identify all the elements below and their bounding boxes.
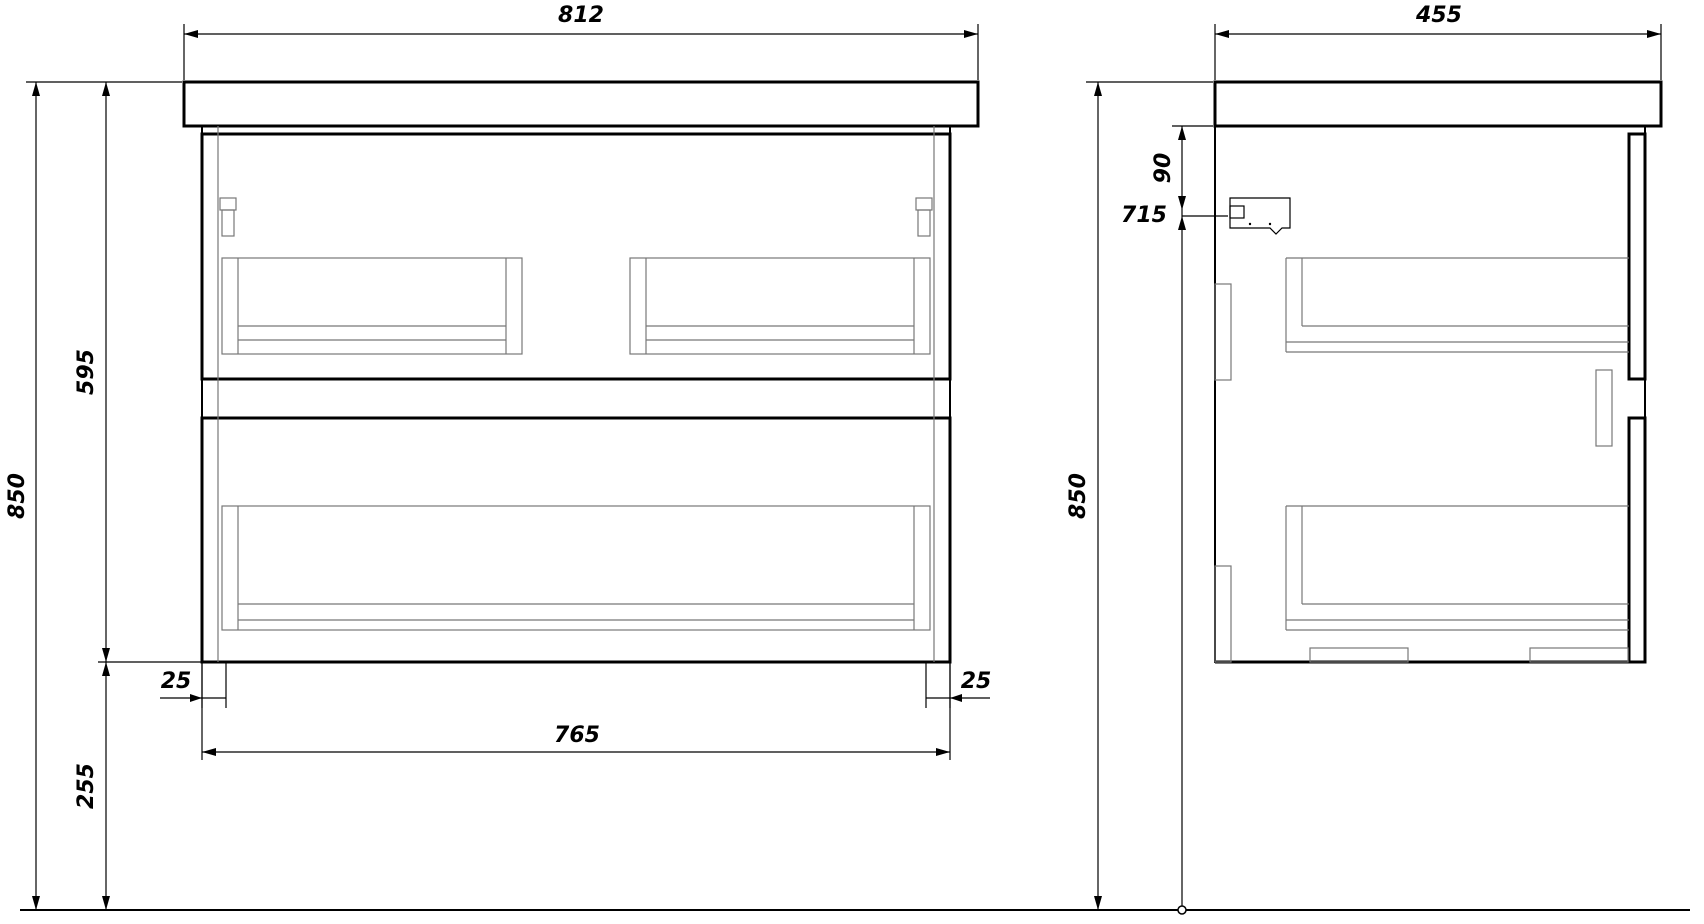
dim-floor-gap-label: 255 — [74, 763, 99, 809]
front-lower-drawer — [200, 416, 952, 664]
side-wall-bracket — [1229, 197, 1291, 235]
side-rail-upper — [1214, 283, 1232, 381]
dim-mount-height-label: 715 — [1121, 203, 1167, 228]
side-lower-inner-drawer — [1285, 505, 1629, 631]
dim-offset-right-label: 25 — [961, 669, 992, 694]
dim-offset-left-label: 25 — [161, 669, 192, 694]
front-bracket-left — [219, 197, 237, 237]
dim-height-overall-side: 850 — [1066, 81, 1213, 910]
side-handle — [1595, 369, 1613, 447]
side-cabinet-body — [1214, 125, 1646, 663]
side-view: 455 850 90 715 — [1066, 3, 1663, 915]
dim-depth-overall-label: 455 — [1415, 3, 1462, 28]
side-lower-drawer-front — [1627, 416, 1647, 664]
dim-height-overall-front: 850 — [5, 81, 182, 910]
dim-width-overall: 812 — [183, 3, 979, 80]
dim-height-cabinet-label: 595 — [74, 349, 99, 395]
side-countertop — [1213, 80, 1663, 128]
dim-height-overall-side-label: 850 — [1066, 473, 1091, 519]
dim-height-overall-front-label: 850 — [5, 473, 30, 519]
dim-offset-right: 25 — [925, 662, 992, 708]
dim-width-cabinet-label: 765 — [554, 723, 600, 748]
dim-width-cabinet: 765 — [201, 662, 951, 760]
side-upper-inner-drawer — [1285, 257, 1629, 353]
side-rail-lower — [1214, 565, 1232, 663]
dim-width-overall-label: 812 — [558, 3, 604, 28]
dim-mount-height: 715 — [1121, 203, 1228, 915]
side-upper-drawer-front — [1627, 132, 1647, 381]
side-runner-left — [1309, 647, 1409, 663]
dim-top-offset: 90 — [1151, 125, 1213, 216]
front-bracket-right — [915, 197, 933, 237]
upper-inner-drawer-right — [629, 257, 931, 355]
dim-height-cabinet: 595 — [74, 82, 202, 663]
side-runner-right — [1529, 647, 1629, 663]
upper-inner-drawer-left — [221, 257, 523, 355]
dim-top-offset-label: 90 — [1151, 153, 1176, 184]
front-countertop — [182, 80, 980, 128]
front-upper-drawer — [200, 132, 952, 381]
dim-offset-left: 25 — [160, 662, 227, 708]
front-view: 812 850 595 255 — [5, 3, 991, 910]
front-cabinet-body — [201, 125, 951, 663]
dim-floor-gap: 255 — [74, 662, 110, 910]
lower-inner-drawer — [221, 505, 931, 631]
dim-depth-overall: 455 — [1214, 3, 1662, 80]
